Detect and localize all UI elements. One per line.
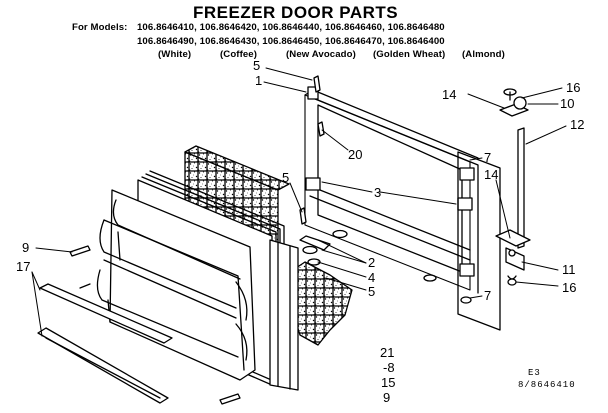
callout-3: 3 — [374, 185, 382, 200]
callout-12: 12 — [570, 117, 585, 132]
callout-11: 11 — [562, 262, 576, 277]
callout-14-top: 14 — [442, 87, 457, 102]
color-new-avocado: (New Avocado) — [286, 49, 356, 60]
callout-9-left: 9 — [22, 240, 30, 255]
color-white: (White) — [158, 49, 192, 60]
callout-1: 1 — [255, 73, 263, 88]
callout-15: 15 — [381, 375, 396, 390]
callout-8: -8 — [383, 360, 395, 375]
callout-5-low: 5 — [368, 284, 376, 299]
callout-7-low: 7 — [484, 288, 492, 303]
models-row-1: 106.8646410, 106.8646420, 106.8646440, 1… — [137, 22, 445, 33]
callout-16-low: 16 — [562, 280, 577, 295]
fasteners — [69, 75, 517, 405]
callout-5-top: 5 — [253, 58, 261, 73]
callout-16-top: 16 — [566, 80, 581, 95]
callout-10: 10 — [560, 96, 575, 111]
callout-9-bottom: 9 — [383, 390, 391, 405]
callout-5-mid: 5 — [282, 170, 290, 185]
diagram-title: FREEZER DOOR PARTS — [193, 3, 399, 22]
upper-hinge — [499, 88, 529, 117]
callout-17: 17 — [16, 259, 31, 274]
shelf-bars — [37, 283, 173, 404]
callout-14-mid: 14 — [484, 167, 499, 182]
callout-2: 2 — [368, 255, 376, 270]
models-label: For Models: — [72, 22, 128, 33]
callout-4: 4 — [368, 270, 376, 285]
gasket-section — [289, 261, 353, 346]
color-coffee: (Coffee) — [220, 49, 258, 60]
hinge-rod — [517, 127, 525, 249]
color-almond: (Almond) — [462, 49, 505, 60]
drawing-code-line-1: E3 — [528, 368, 541, 378]
callout-21: 21 — [380, 345, 395, 360]
drawing-code-line-2: 8/8646410 — [518, 380, 576, 390]
callout-20: 20 — [348, 147, 363, 162]
callout-7-top: 7 — [484, 150, 492, 165]
color-golden-wheat: (Golden Wheat) — [373, 49, 446, 60]
models-row-2: 106.8646490, 106.8646430, 106.8646450, 1… — [137, 36, 445, 47]
side-bracket — [457, 151, 531, 331]
door-frame — [299, 86, 479, 294]
leader-lines — [31, 67, 567, 337]
